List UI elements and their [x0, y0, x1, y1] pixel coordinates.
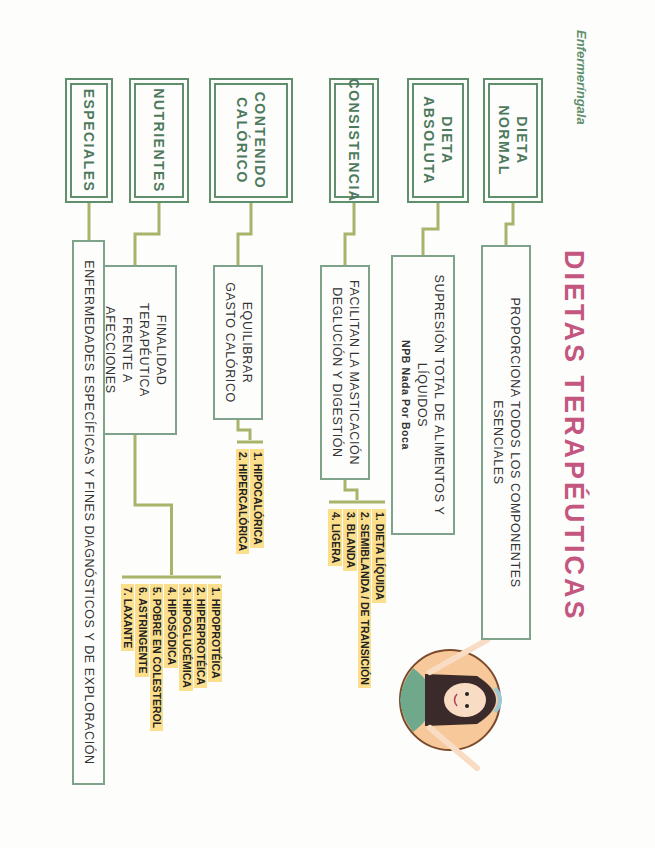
category-box: CONTENIDO CALÓRICO [209, 78, 293, 203]
category-box: CONSISTENCIA [329, 78, 379, 203]
description-box: PROPORCIONA TODOS LOS COMPONENTES ESENCI… [481, 245, 531, 640]
category-box: ESPECIALES [65, 78, 113, 203]
list-item: 7. LAXANTE [121, 584, 135, 651]
node-text: FACILITAN LA MASTICACIÓN DEGLUCIÓN Y DIG… [328, 277, 362, 468]
node-text: PROPORCIONA TODOS LOS COMPONENTES ESENCI… [489, 257, 523, 628]
node-text: NPB Nada Por Boca [399, 267, 413, 523]
node-text: SUPRESIÓN TOTAL DE ALIMENTOS Y LÍQUIDOS [413, 267, 447, 523]
node-text: CONTENIDO CALÓRICO [233, 89, 269, 192]
list-bracket [329, 501, 385, 504]
list-item: 3. HIPOGLUCÉMICA [179, 584, 193, 691]
node-text: EQUILIBRAR GASTO CALÓRICO [221, 277, 255, 408]
category-box: DIETA ABSOLUTA [407, 78, 469, 203]
brand-logo: Enfermeríngala [574, 30, 589, 125]
girl-illustration [400, 640, 500, 768]
list-bracket [122, 576, 221, 579]
list-item: 2. HIPERPROTÉICA [194, 584, 208, 688]
description-box: FACILITAN LA MASTICACIÓN DEGLUCIÓN Y DIG… [320, 265, 370, 480]
item-list: 1. DIETA LÍQUIDA2. SEMIBLANDA / DE TRANS… [327, 500, 387, 700]
description-box: SUPRESIÓN TOTAL DE ALIMENTOS Y LÍQUIDOSN… [391, 255, 455, 535]
category-box: NUTRIENTES [129, 78, 189, 203]
node-text: FINALIDAD TERAPÉUTICA FRENTE A AFECCIONE… [102, 277, 170, 423]
connector [238, 203, 251, 265]
list-item: 3. BLANDA [343, 509, 357, 571]
node-text: DIETA ABSOLUTA [420, 89, 456, 192]
item-list: 1. HIPOCALÓRICA2. HIPERCALÓRICA [235, 440, 265, 570]
category-box: DIETA NORMAL [483, 78, 543, 203]
list-item: 4. LIGERA [328, 509, 342, 566]
connector [88, 203, 91, 240]
connector [506, 203, 513, 245]
description-box: FINALIDAD TERAPÉUTICA FRENTE A AFECCIONE… [94, 265, 178, 435]
connector [345, 480, 357, 500]
list-item: 6. ASTRINGENTE [135, 584, 149, 677]
list-item: 4. HIPOSÓDICA [164, 584, 178, 668]
list-item: 5. POBRE EN COLESTEROL [150, 584, 164, 731]
node-text: CONSISTENCIA [345, 79, 363, 203]
description-box: EQUILIBRAR GASTO CALÓRICO [213, 265, 263, 420]
list-item: 2. HIPERCALÓRICA [236, 449, 250, 554]
title: DIETAS TERAPÉUTICAS [558, 250, 589, 622]
list-item: 2. SEMIBLANDA / DE TRANSICIÓN [358, 509, 372, 688]
list-item: 1. HIPOCALÓRICA [250, 449, 264, 548]
connector [135, 203, 159, 265]
node-text: NUTRIENTES [150, 88, 168, 192]
description-box: ENFERMEDADES ESPECÍFICAS Y FINES DIAGNÓS… [72, 240, 105, 785]
connector [135, 435, 172, 575]
connector [238, 420, 250, 440]
list-item: 1. HIPOPROTÉICA [208, 584, 222, 682]
node-text: ESPECIALES [80, 89, 98, 193]
node-text: ENFERMEDADES ESPECÍFICAS Y FINES DIAGNÓS… [80, 252, 97, 773]
list-item: 1. DIETA LÍQUIDA [372, 509, 386, 603]
connector [345, 203, 354, 265]
node-text: DIETA NORMAL [495, 89, 531, 192]
item-list: 1. HIPOPROTÉICA2. HIPERPROTÉICA3. HIPOGL… [120, 575, 223, 745]
connector [423, 203, 438, 255]
list-bracket [237, 441, 263, 444]
